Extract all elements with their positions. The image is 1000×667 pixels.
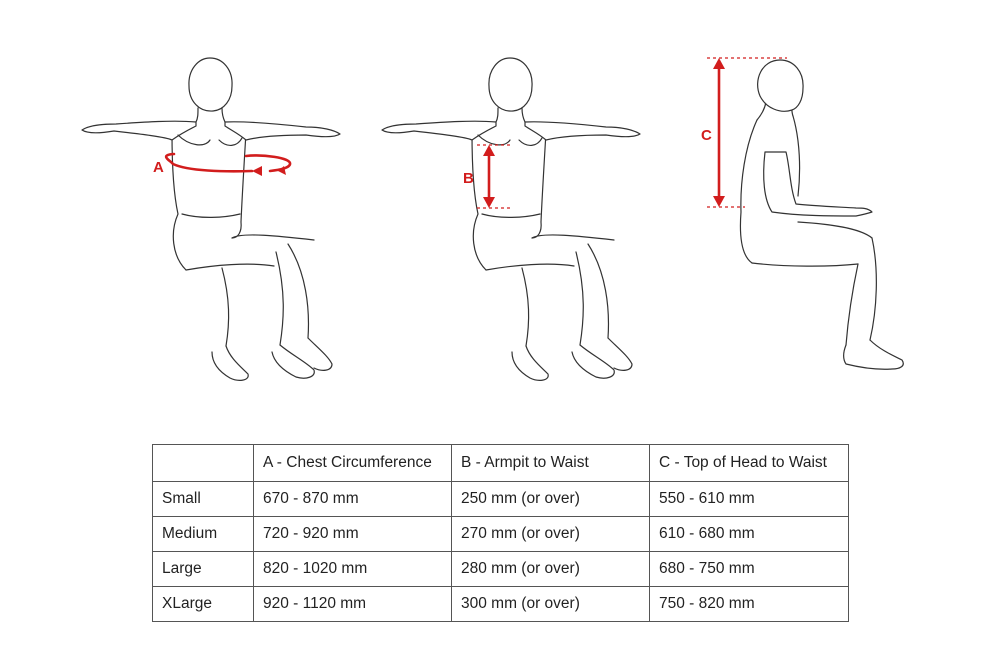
label-a: A bbox=[153, 159, 164, 176]
chest-circumference-arrow-back bbox=[244, 154, 292, 173]
head-waist-cell: 610 - 680 mm bbox=[649, 516, 849, 552]
arrowhead-icon bbox=[713, 196, 725, 207]
table-header-row: A - Chest Circumference B - Armpit to Wa… bbox=[152, 444, 849, 482]
head-waist-cell: 750 - 820 mm bbox=[649, 586, 849, 622]
chest-circumference-arrow-front bbox=[164, 152, 254, 173]
size-cell: Medium bbox=[152, 516, 254, 552]
chest-cell: 670 - 870 mm bbox=[253, 481, 452, 517]
figure-top-of-head-to-waist bbox=[739, 59, 904, 370]
table-row: Small 670 - 870 mm 250 mm (or over) 550 … bbox=[152, 481, 849, 517]
measurement-diagram: A B C bbox=[81, 57, 904, 381]
label-b: B bbox=[463, 170, 474, 187]
head-waist-cell: 550 - 610 mm bbox=[649, 481, 849, 517]
size-cell: Large bbox=[152, 551, 254, 587]
chest-cell: 720 - 920 mm bbox=[253, 516, 452, 552]
armpit-cell: 300 mm (or over) bbox=[451, 586, 650, 622]
head-waist-cell: 680 - 750 mm bbox=[649, 551, 849, 587]
size-cell: XLarge bbox=[152, 586, 254, 622]
arrowhead-icon bbox=[483, 145, 495, 156]
armpit-cell: 270 mm (or over) bbox=[451, 516, 650, 552]
size-chart-table: A - Chest Circumference B - Armpit to Wa… bbox=[152, 444, 849, 622]
arrowhead-icon bbox=[713, 58, 725, 69]
chest-cell: 920 - 1120 mm bbox=[253, 586, 452, 622]
figure-armpit-to-waist bbox=[381, 57, 641, 381]
top-of-head-to-waist-arrow bbox=[707, 57, 787, 208]
table-row: Large 820 - 1020 mm 280 mm (or over) 680… bbox=[152, 551, 849, 587]
label-c: C bbox=[701, 127, 712, 144]
armpit-to-waist-arrow bbox=[477, 144, 510, 209]
header-armpit-to-waist: B - Armpit to Waist bbox=[451, 444, 650, 482]
table-row: XLarge 920 - 1120 mm 300 mm (or over) 75… bbox=[152, 586, 849, 622]
figure-chest-circumference bbox=[81, 57, 341, 381]
armpit-cell: 280 mm (or over) bbox=[451, 551, 650, 587]
table-row: Medium 720 - 920 mm 270 mm (or over) 610… bbox=[152, 516, 849, 552]
armpit-cell: 250 mm (or over) bbox=[451, 481, 650, 517]
header-chest-circumference: A - Chest Circumference bbox=[253, 444, 452, 482]
arrowhead-icon bbox=[483, 197, 495, 208]
header-top-of-head-to-waist: C - Top of Head to Waist bbox=[649, 444, 849, 482]
arrowhead-icon bbox=[252, 166, 262, 176]
header-size bbox=[152, 444, 254, 482]
size-cell: Small bbox=[152, 481, 254, 517]
chest-cell: 820 - 1020 mm bbox=[253, 551, 452, 587]
arrowhead-icon bbox=[278, 166, 286, 175]
